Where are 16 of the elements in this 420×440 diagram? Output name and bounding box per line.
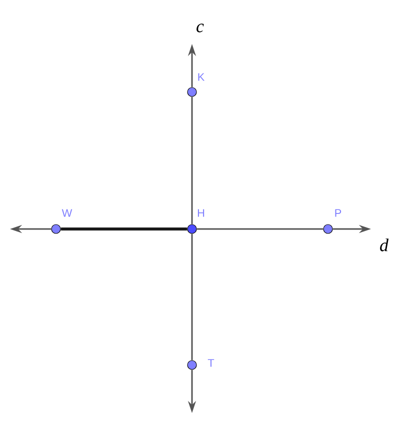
point-label: W bbox=[62, 209, 72, 217]
point bbox=[187, 360, 197, 370]
point-label: H bbox=[198, 209, 204, 217]
point bbox=[187, 87, 197, 97]
line bbox=[191, 96, 193, 224]
line bbox=[191, 234, 193, 360]
point bbox=[323, 224, 333, 234]
line-label: c bbox=[196, 24, 204, 32]
line bbox=[196, 228, 324, 230]
line bbox=[60, 228, 188, 230]
line-label: d bbox=[380, 238, 389, 252]
point bbox=[51, 224, 61, 234]
point-label: T bbox=[208, 359, 214, 367]
point-label: K bbox=[198, 73, 205, 81]
point-label: P bbox=[335, 209, 342, 217]
point bbox=[187, 224, 197, 234]
